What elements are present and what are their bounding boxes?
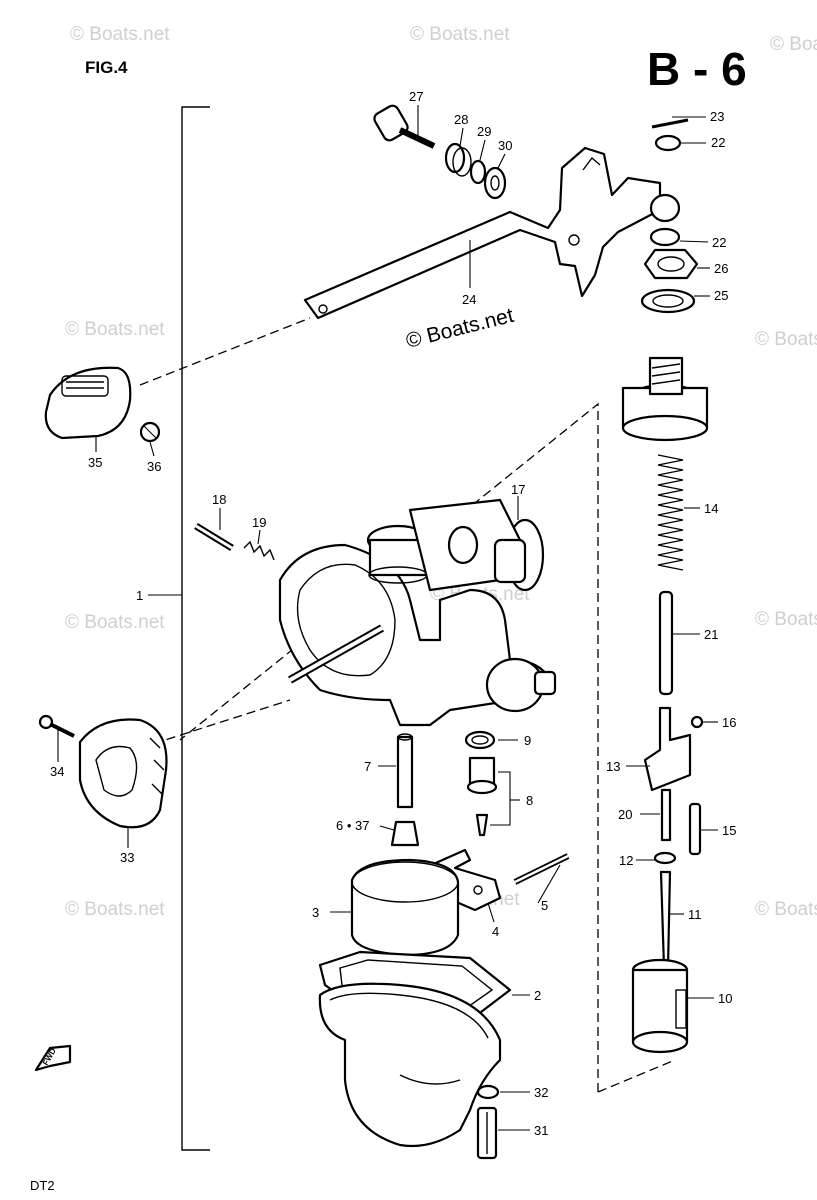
part-8-needle-valve — [466, 756, 498, 837]
callout-3: 3 — [312, 905, 319, 920]
watermark: © Boats.net — [755, 329, 817, 350]
callout-5: 5 — [541, 898, 548, 913]
part-19-spring — [243, 540, 275, 561]
figure-label: FIG.4 — [85, 58, 128, 77]
part-23-pin — [651, 118, 689, 129]
part-14-spring — [657, 454, 684, 571]
callout-20: 20 — [618, 807, 632, 822]
callout-11: 11 — [688, 907, 702, 922]
callout-26: 26 — [714, 261, 728, 276]
part-35-knob — [44, 366, 132, 440]
fwd-arrow-icon: FWD — [34, 1044, 72, 1072]
part-13-bracket — [643, 706, 692, 792]
model-code: DT2 — [30, 1178, 55, 1193]
part-9-o-ring — [464, 730, 496, 750]
callout-4: 4 — [492, 924, 499, 939]
part-18-screw — [194, 523, 234, 551]
carburetor-body — [278, 498, 557, 727]
callout-22-upper: 22 — [711, 135, 725, 150]
callout-12: 12 — [619, 853, 633, 868]
part-34-screw — [38, 714, 75, 738]
watermark: © Boats.net — [770, 34, 817, 55]
callout-17: 17 — [511, 482, 525, 497]
part-top-cap — [621, 356, 709, 442]
float-bowl — [318, 982, 502, 1148]
callout-31: 31 — [534, 1123, 548, 1138]
callout-36: 36 — [147, 459, 161, 474]
watermark: © Boats.net — [65, 612, 165, 633]
callout-30: 30 — [498, 138, 512, 153]
callout-24: 24 — [462, 292, 476, 307]
callout-19: 19 — [252, 515, 266, 530]
part-28-spring — [444, 142, 472, 177]
part-22-collar-lower — [649, 193, 681, 247]
part-11-needle — [659, 870, 672, 970]
part-21-rod — [658, 590, 674, 696]
part-5-pin — [513, 853, 570, 885]
center-watermark: © Boats.net — [404, 304, 516, 353]
part-30-washer — [483, 166, 507, 200]
part-7-main-jet — [396, 733, 414, 809]
part-25-washer — [640, 288, 696, 314]
leader-lines — [57, 105, 718, 1131]
part-32-washer — [476, 1084, 500, 1100]
callout-32: 32 — [534, 1085, 548, 1100]
watermark: © Boats.net — [65, 319, 165, 340]
callout-2: 2 — [534, 988, 541, 1003]
part-20-screw — [660, 788, 672, 842]
watermark: © Boats.net — [755, 899, 817, 920]
callout-16: 16 — [722, 715, 736, 730]
callout-27: 27 — [409, 89, 423, 104]
part-16-clip — [690, 715, 704, 729]
watermark: © Boats.net — [410, 24, 510, 45]
page-code: B - 6 — [647, 43, 747, 95]
part-33-choke-knob — [78, 718, 168, 829]
part-31-screw — [476, 1106, 498, 1160]
assembly-guide-lines — [139, 317, 676, 1093]
callout-14: 14 — [704, 501, 718, 516]
watermark: © Boats.net — [70, 24, 170, 45]
callout-29: 29 — [477, 124, 491, 139]
part-26-nut — [643, 248, 699, 280]
watermark-layer: © Boats.net © Boats.net © Boats.net © Bo… — [65, 24, 817, 920]
callout-1: 1 — [136, 588, 143, 603]
part-27-screw — [373, 104, 436, 149]
part-15-pin — [688, 802, 702, 856]
part-10-throttle-valve — [631, 958, 689, 1054]
part-3-float — [350, 858, 460, 957]
part-36-screw — [139, 421, 161, 443]
callout-9: 9 — [524, 733, 531, 748]
assembly-bracket — [148, 106, 210, 1151]
part-22-collar-upper — [654, 134, 682, 152]
watermark: © Boats.net — [755, 609, 817, 630]
callout-10: 10 — [718, 991, 732, 1006]
callout-15: 15 — [722, 823, 736, 838]
callout-6-37: 6 • 37 — [336, 818, 369, 833]
watermark: © Boats.net — [65, 899, 165, 920]
callout-25: 25 — [714, 288, 728, 303]
part-6-jet — [390, 820, 420, 847]
callout-21: 21 — [704, 627, 718, 642]
callout-13: 13 — [606, 759, 620, 774]
callout-8: 8 — [526, 793, 533, 808]
callout-34: 34 — [50, 764, 64, 779]
callout-33: 33 — [120, 850, 134, 865]
callout-23: 23 — [710, 109, 724, 124]
part-12-clip — [653, 851, 677, 865]
callout-18: 18 — [212, 492, 226, 507]
callout-labels: 1 2 3 4 5 6 • 37 7 8 9 10 11 12 13 14 15… — [50, 89, 736, 1138]
callout-22-lower: 22 — [712, 235, 726, 250]
part-29-washer — [469, 159, 487, 185]
callout-35: 35 — [88, 455, 102, 470]
callout-7: 7 — [364, 759, 371, 774]
callout-28: 28 — [454, 112, 468, 127]
